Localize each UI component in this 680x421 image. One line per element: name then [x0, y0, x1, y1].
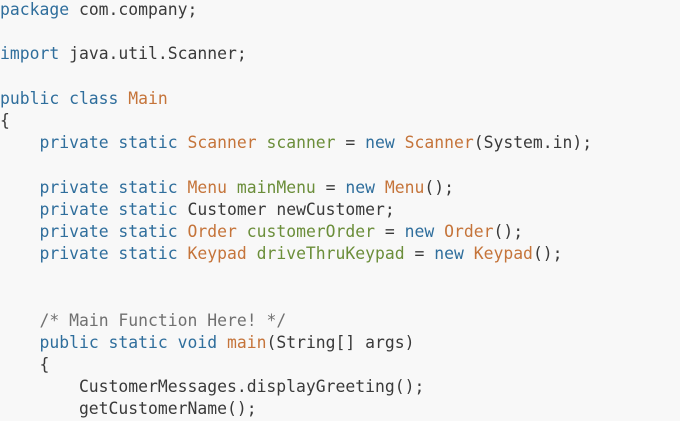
code-line: getCustomerName();	[0, 398, 592, 420]
keyword: private static	[39, 177, 188, 197]
variable-name: customerOrder	[246, 221, 376, 241]
code-text	[0, 244, 39, 263]
code-line: private static Order customerOrder = new…	[0, 221, 592, 243]
code-text: ();	[424, 177, 454, 197]
keyword: new	[365, 133, 405, 153]
code-text: =	[335, 133, 366, 153]
code-text: =	[375, 221, 405, 241]
keyword: new	[345, 177, 385, 197]
code-line: {	[0, 110, 592, 132]
code-line: private static Menu mainMenu = new Menu(…	[0, 177, 592, 199]
code-text: com.company;	[69, 0, 198, 19]
code-text	[0, 222, 39, 241]
type-name: main	[226, 332, 267, 352]
type-name: Menu	[384, 177, 425, 197]
code-line: public static void main(String[] args)	[0, 332, 592, 354]
code-line: private static Customer newCustomer;	[0, 199, 592, 221]
code-text: getCustomerName();	[0, 399, 257, 419]
keyword: public class	[0, 88, 129, 108]
code-text	[0, 311, 39, 330]
code-text: ();	[493, 221, 524, 241]
code-text: CustomerMessages.displayGreeting();	[0, 377, 425, 397]
keyword: private static	[39, 244, 188, 264]
variable-name: driveThruKeypad	[256, 244, 405, 264]
code-text	[0, 178, 39, 197]
keyword: package	[0, 0, 70, 19]
variable-name: scanner	[266, 133, 336, 153]
keyword: new	[404, 221, 445, 241]
keyword: public static void	[39, 332, 227, 352]
code-text: (System.in);	[473, 133, 593, 153]
code-line	[0, 66, 592, 88]
code-text: Customer newCustomer;	[187, 199, 395, 219]
code-line: CustomerMessages.displayGreeting();	[0, 376, 592, 398]
code-comment: /* Main Function Here! */	[39, 310, 287, 330]
code-line: public class Main	[0, 88, 592, 110]
code-text: {	[0, 355, 50, 374]
code-text: =	[315, 177, 346, 197]
code-line	[0, 287, 592, 309]
code-line: {	[0, 354, 592, 376]
type-name: Scanner	[404, 133, 474, 153]
type-name: Keypad	[473, 244, 533, 264]
code-line	[0, 265, 592, 287]
code-text: (String[] args)	[266, 332, 415, 352]
code-editor[interactable]: package com.company; import java.util.Sc…	[0, 0, 592, 421]
type-name: Scanner	[187, 133, 267, 153]
code-text: {	[0, 110, 10, 130]
code-line: /* Main Function Here! */	[0, 310, 592, 332]
code-line	[0, 154, 592, 176]
code-line	[0, 21, 592, 43]
type-name: Keypad	[187, 244, 257, 264]
keyword: private static	[39, 133, 188, 153]
type-name: Menu	[187, 177, 237, 197]
code-text: java.util.Scanner;	[59, 44, 247, 64]
type-name: Order	[187, 221, 247, 241]
keyword: private static	[39, 221, 188, 241]
code-line: private static Keypad driveThruKeypad = …	[0, 243, 592, 265]
variable-name: mainMenu	[236, 177, 316, 197]
code-text: ();	[532, 244, 563, 264]
type-name: Order	[444, 221, 494, 241]
type-name: Main	[128, 88, 168, 108]
code-text	[0, 133, 39, 152]
code-line: private static Scanner scanner = new Sca…	[0, 132, 592, 154]
keyword: private static	[39, 199, 188, 219]
keyword: import	[0, 44, 60, 64]
code-line: import java.util.Scanner;	[0, 43, 592, 65]
code-text	[0, 333, 39, 352]
code-line: package com.company;	[0, 0, 592, 21]
keyword: new	[434, 244, 474, 264]
code-text: =	[404, 244, 435, 264]
code-text	[0, 200, 39, 219]
